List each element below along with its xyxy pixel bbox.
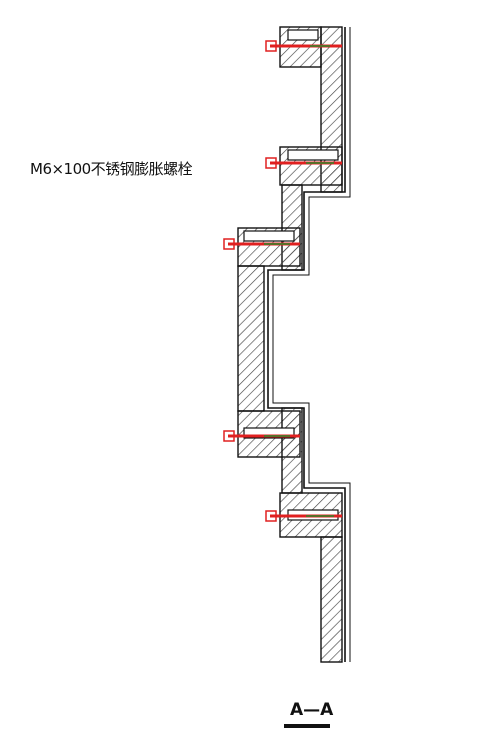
wall-outline-inner xyxy=(272,27,351,662)
expansion-bolts xyxy=(223,40,342,522)
bolt-1 xyxy=(265,40,342,52)
bolt-3 xyxy=(223,238,300,250)
bolt-5 xyxy=(265,510,342,522)
panel-bottom xyxy=(320,536,343,663)
section-title-underline xyxy=(284,724,330,728)
bolt-spec-label: M6×100不锈钢膨胀螺栓 xyxy=(30,160,193,178)
panel-sections xyxy=(237,26,343,663)
panel-middle xyxy=(237,265,265,412)
section-title: A—A xyxy=(290,700,334,720)
bolt-4 xyxy=(223,430,300,442)
panel-lower-step xyxy=(281,407,303,494)
bolt-2 xyxy=(265,157,342,169)
